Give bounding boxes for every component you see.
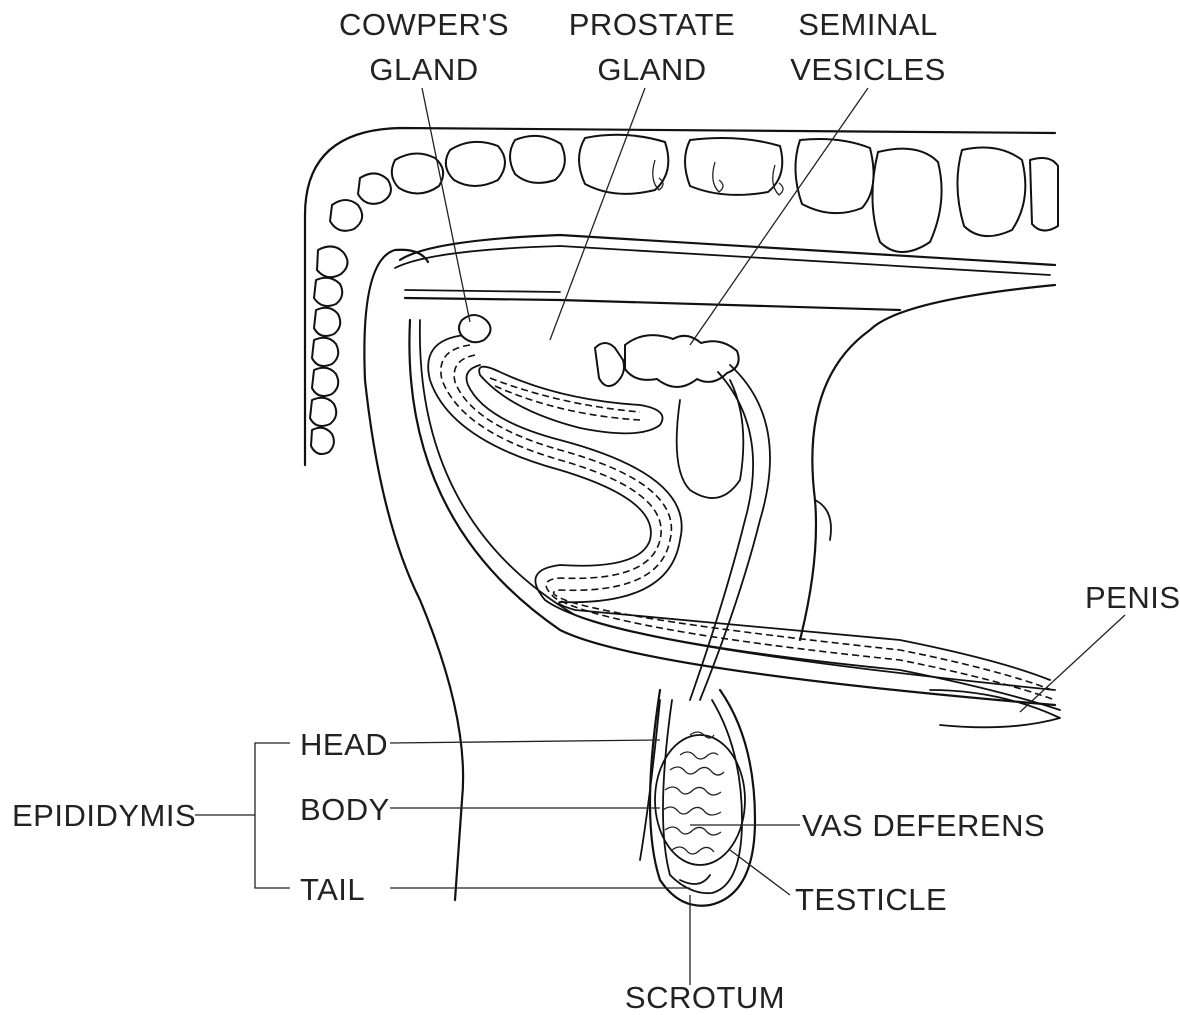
- label-vas-deferens: VAS DEFERENS: [802, 808, 1045, 843]
- label-body: BODY: [300, 792, 390, 827]
- label-seminal-vesicles-line1: SEMINAL: [798, 7, 938, 42]
- label-seminal-vesicles-line2: VESICLES: [790, 52, 946, 87]
- scrotum-testicle: [650, 690, 755, 906]
- label-testicle: TESTICLE: [795, 882, 947, 917]
- label-cowpers-gland-line2: GLAND: [369, 52, 478, 87]
- label-cowpers-gland-line1: COWPER'S: [339, 7, 509, 42]
- label-penis: PENIS: [1085, 580, 1180, 615]
- label-tail: TAIL: [300, 872, 365, 907]
- label-head: HEAD: [300, 727, 388, 762]
- label-prostate-gland-line2: GLAND: [597, 52, 706, 87]
- label-scrotum: SCROTUM: [625, 980, 785, 1015]
- label-epididymis: EPIDIDYMIS: [12, 798, 196, 833]
- urethra-penis-tube: [428, 335, 1060, 727]
- spine-vertebrae: [310, 135, 1058, 454]
- glands: [459, 315, 770, 700]
- label-prostate-gland-line1: PROSTATE: [569, 7, 735, 42]
